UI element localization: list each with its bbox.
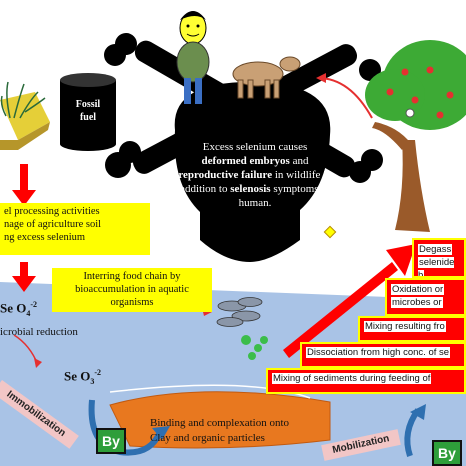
center-text-bold1: deformed embryos [201, 155, 290, 167]
selenate-text: Se O [0, 300, 27, 316]
fuel-processing-line3: ng excess selenium [4, 232, 86, 243]
binding-label: Binding and complexation onto Clay and o… [150, 416, 350, 446]
farm-soil-edge [0, 122, 50, 150]
selenate-sub: 4 [26, 308, 31, 318]
step-sediment-mixing-text: Mixing of sediments during feeding of [272, 373, 432, 384]
binding-line2: Clay and organic particles [150, 432, 265, 444]
center-text-part3: in wildlife in addition to [180, 169, 332, 195]
food-chain-line2: bioaccumulation in aquatic [75, 284, 189, 295]
microbial-reduction-label: icrobial reduction [0, 326, 78, 338]
step-oxidation: Oxidation or microbes or [385, 278, 466, 316]
food-chain-box: Interring food chain by bioaccumulation … [52, 268, 212, 312]
step-oxidation-line2: microbes or [391, 297, 443, 308]
food-chain-line1: Interring food chain by [83, 271, 181, 282]
aquatic-plants [241, 335, 268, 360]
step-dissociation: Dissociation from high conc. of se [300, 342, 466, 368]
fuel-processing-box: el processing activities nage of agricul… [0, 203, 150, 255]
selenite-sub: 3 [90, 376, 95, 386]
step-oxidation-line1: Oxidation or [391, 284, 445, 295]
by-box-left: By [96, 428, 126, 454]
arrow-to-steps [283, 244, 416, 358]
tree [365, 40, 466, 232]
step-mixing-text: Mixing resulting fro [364, 321, 446, 332]
center-text-part1: Excess selenium causes [202, 141, 308, 153]
by-box-right: By [432, 440, 462, 466]
center-text-part4: symptoms in human. [238, 183, 330, 209]
fuel-processing-line1: el processing activities [4, 206, 100, 217]
food-chain-line3: organisms [110, 297, 154, 308]
human-figure [176, 11, 210, 104]
fossil-fuel-label: Fossil fuel [70, 98, 106, 124]
center-text-bold2: reproductive failure [178, 169, 273, 181]
step-sediment-mixing: Mixing of sediments during feeding of [266, 368, 466, 394]
fuel-barrel [60, 73, 116, 151]
goat [232, 56, 301, 99]
fossil-fuel-line1: Fossil [75, 99, 101, 110]
selenate-sup: -2 [30, 300, 38, 309]
step-degassing-line1: Degass [418, 244, 453, 255]
fossil-fuel-line2: fuel [79, 112, 97, 123]
binding-line1: Binding and complexation onto [150, 417, 290, 429]
water-body [0, 282, 466, 466]
fuel-processing-line2: nage of agriculture soil [4, 219, 102, 230]
arrow-left-down [12, 164, 36, 292]
step-dissociation-text: Dissociation from high conc. of se [306, 347, 451, 358]
center-text-part2: and [289, 155, 309, 167]
plants [0, 81, 46, 119]
fish-school [216, 297, 263, 327]
step-degassing: Degass selenide b [412, 238, 466, 278]
step-mixing: Mixing resulting fro [358, 316, 466, 342]
center-text-bold3: selenosis [230, 183, 271, 195]
selenate-label: Se O4-2 [0, 300, 37, 318]
selenite-sup: -2 [94, 368, 102, 377]
selenite-label: Se O3-2 [64, 368, 101, 386]
skull-center-text: Excess selenium causes deformed embryos … [170, 140, 340, 210]
step-degassing-line2: selenide b [418, 257, 455, 276]
selenite-text: Se O [64, 368, 91, 384]
